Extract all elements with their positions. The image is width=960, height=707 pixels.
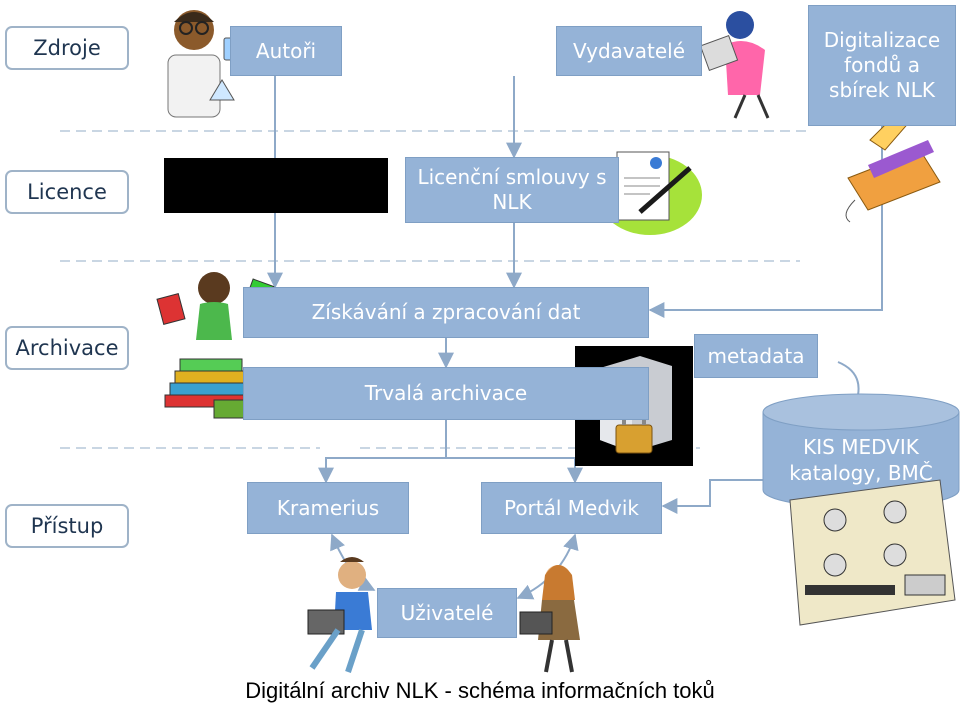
box-licence-agreements: Licenční smlouvy s NLK xyxy=(405,157,619,223)
digitization-line-1: Digitalizace xyxy=(823,28,941,52)
contract-pen-clipart xyxy=(598,151,702,235)
box-metadata: metadata xyxy=(694,334,818,378)
connector-metadata-kis xyxy=(837,361,860,396)
box-acquisition: Získávání a zpracování dat xyxy=(243,287,649,338)
database-machine-clipart xyxy=(789,479,956,626)
kis-line-1: KIS MEDVIK xyxy=(803,435,919,459)
box-kramerius: Kramerius xyxy=(247,482,409,534)
connector-archive-portal xyxy=(446,457,583,484)
box-authors: Autoři xyxy=(230,26,342,76)
licence-agreements-line-1: Licenční smlouvy s xyxy=(417,165,607,189)
diagram-caption: Digitální archiv NLK - schéma informační… xyxy=(245,678,715,703)
box-portal-medvik: Portál Medvik xyxy=(481,482,662,534)
row-label-sources: Zdroje xyxy=(5,26,129,70)
row-dividers xyxy=(60,130,810,449)
kis-line-2: katalogy, BMČ xyxy=(789,461,933,485)
row-label-archiving: Archivace xyxy=(5,326,129,370)
box-permanent-archive: Trvalá archivace xyxy=(243,367,649,420)
redacted-box xyxy=(164,158,388,213)
connector-archive-kramerius xyxy=(318,420,447,484)
row-label-access: Přístup xyxy=(5,504,129,548)
man-with-laptop-clipart xyxy=(307,557,372,673)
licence-agreements-line-2: NLK xyxy=(492,190,532,214)
woman-with-laptop-clipart xyxy=(519,565,580,673)
digitization-line-3: sbírek NLK xyxy=(829,78,935,102)
scientist-clipart xyxy=(167,10,235,118)
woman-at-typewriter-clipart xyxy=(699,11,770,119)
box-digitization: Digitalizace fondů a sbírek NLK xyxy=(808,5,956,126)
box-users: Uživatelé xyxy=(377,588,517,638)
connector-kis-portal xyxy=(661,479,763,514)
kis-database-label: KIS MEDVIK katalogy, BMČ xyxy=(763,434,959,486)
digitization-line-2: fondů a xyxy=(844,53,920,77)
row-label-licence: Licence xyxy=(5,170,129,214)
box-publishers: Vydavatelé xyxy=(556,26,702,76)
connectors xyxy=(267,76,883,600)
